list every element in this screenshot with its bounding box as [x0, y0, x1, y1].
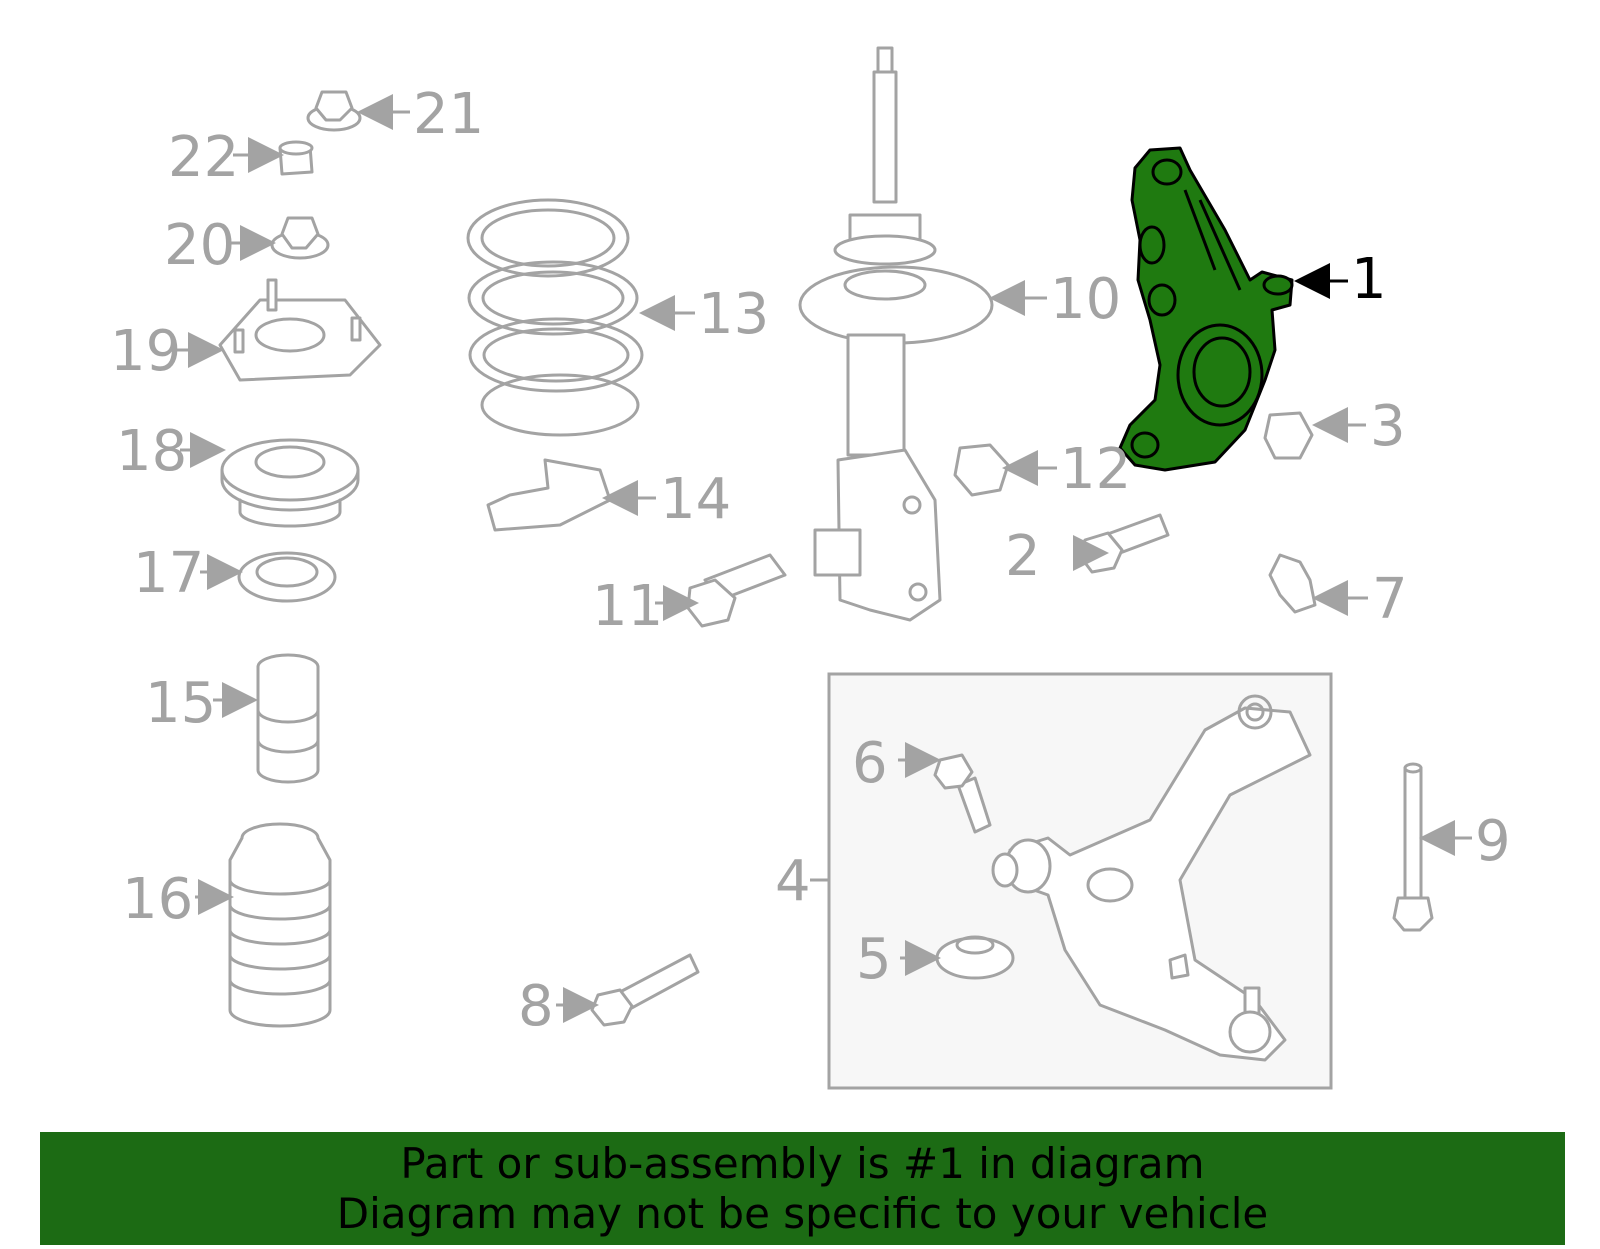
callout-arrows — [176, 94, 1472, 1023]
callout-20: 20 — [164, 213, 235, 278]
part-4-lower-control-arm-box[interactable] — [827, 672, 1333, 1090]
part-13-coil-spring[interactable] — [466, 198, 644, 437]
part-shock-strut[interactable] — [798, 46, 994, 622]
callout-5: 5 — [856, 927, 892, 992]
part-7-clip[interactable] — [1268, 553, 1317, 614]
banner-line-2: Diagram may not be specific to your vehi… — [336, 1188, 1269, 1238]
part-11-bolt[interactable] — [686, 553, 787, 628]
callout-labels: 1 2 3 4 5 6 7 8 9 10 11 12 13 14 15 16 1… — [110, 82, 1511, 1039]
part-20-nut[interactable] — [270, 216, 330, 260]
callout-9: 9 — [1475, 809, 1511, 874]
part-17-seat[interactable] — [237, 551, 337, 603]
part-22-cap[interactable] — [278, 140, 314, 176]
callout-7: 7 — [1372, 567, 1408, 632]
part-16-dust-boot[interactable] — [228, 822, 332, 1028]
callout-16: 16 — [122, 867, 193, 932]
banner-line-1: Part or sub-assembly is #1 in diagram — [400, 1138, 1205, 1188]
callout-1: 1 — [1351, 247, 1387, 312]
callout-19: 19 — [110, 319, 181, 384]
callout-10: 10 — [1050, 267, 1121, 332]
part-21-nut[interactable] — [306, 90, 362, 132]
callout-13: 13 — [698, 282, 769, 347]
part-18-bearing[interactable] — [220, 438, 360, 528]
part-1-steering-knuckle[interactable] — [1118, 146, 1294, 472]
part-14-spring-seat[interactable] — [486, 458, 612, 532]
part-2-bolt[interactable] — [1078, 513, 1170, 574]
callout-21: 21 — [413, 82, 484, 147]
part-15-bump-stop[interactable] — [256, 653, 320, 784]
part-8-bolt[interactable] — [590, 953, 700, 1027]
callout-18: 18 — [116, 419, 187, 484]
callout-3: 3 — [1370, 394, 1406, 459]
callout-14: 14 — [660, 467, 731, 532]
callout-8: 8 — [518, 974, 554, 1039]
callout-4: 4 — [775, 849, 811, 914]
part-12-nut[interactable] — [953, 443, 1010, 497]
callout-11: 11 — [592, 574, 663, 639]
callout-6: 6 — [852, 731, 888, 796]
part-9-bolt[interactable] — [1392, 762, 1434, 932]
part-3-nut[interactable] — [1263, 411, 1314, 460]
callout-17: 17 — [133, 541, 204, 606]
callout-2: 2 — [1005, 524, 1041, 589]
callout-15: 15 — [145, 671, 216, 736]
part-5-bushing[interactable] — [935, 935, 1015, 980]
callout-12: 12 — [1060, 437, 1131, 502]
info-banner: Part or sub-assembly is #1 in diagram Di… — [40, 1132, 1565, 1245]
callout-22: 22 — [168, 125, 239, 190]
part-19-strut-mount[interactable] — [218, 278, 382, 382]
